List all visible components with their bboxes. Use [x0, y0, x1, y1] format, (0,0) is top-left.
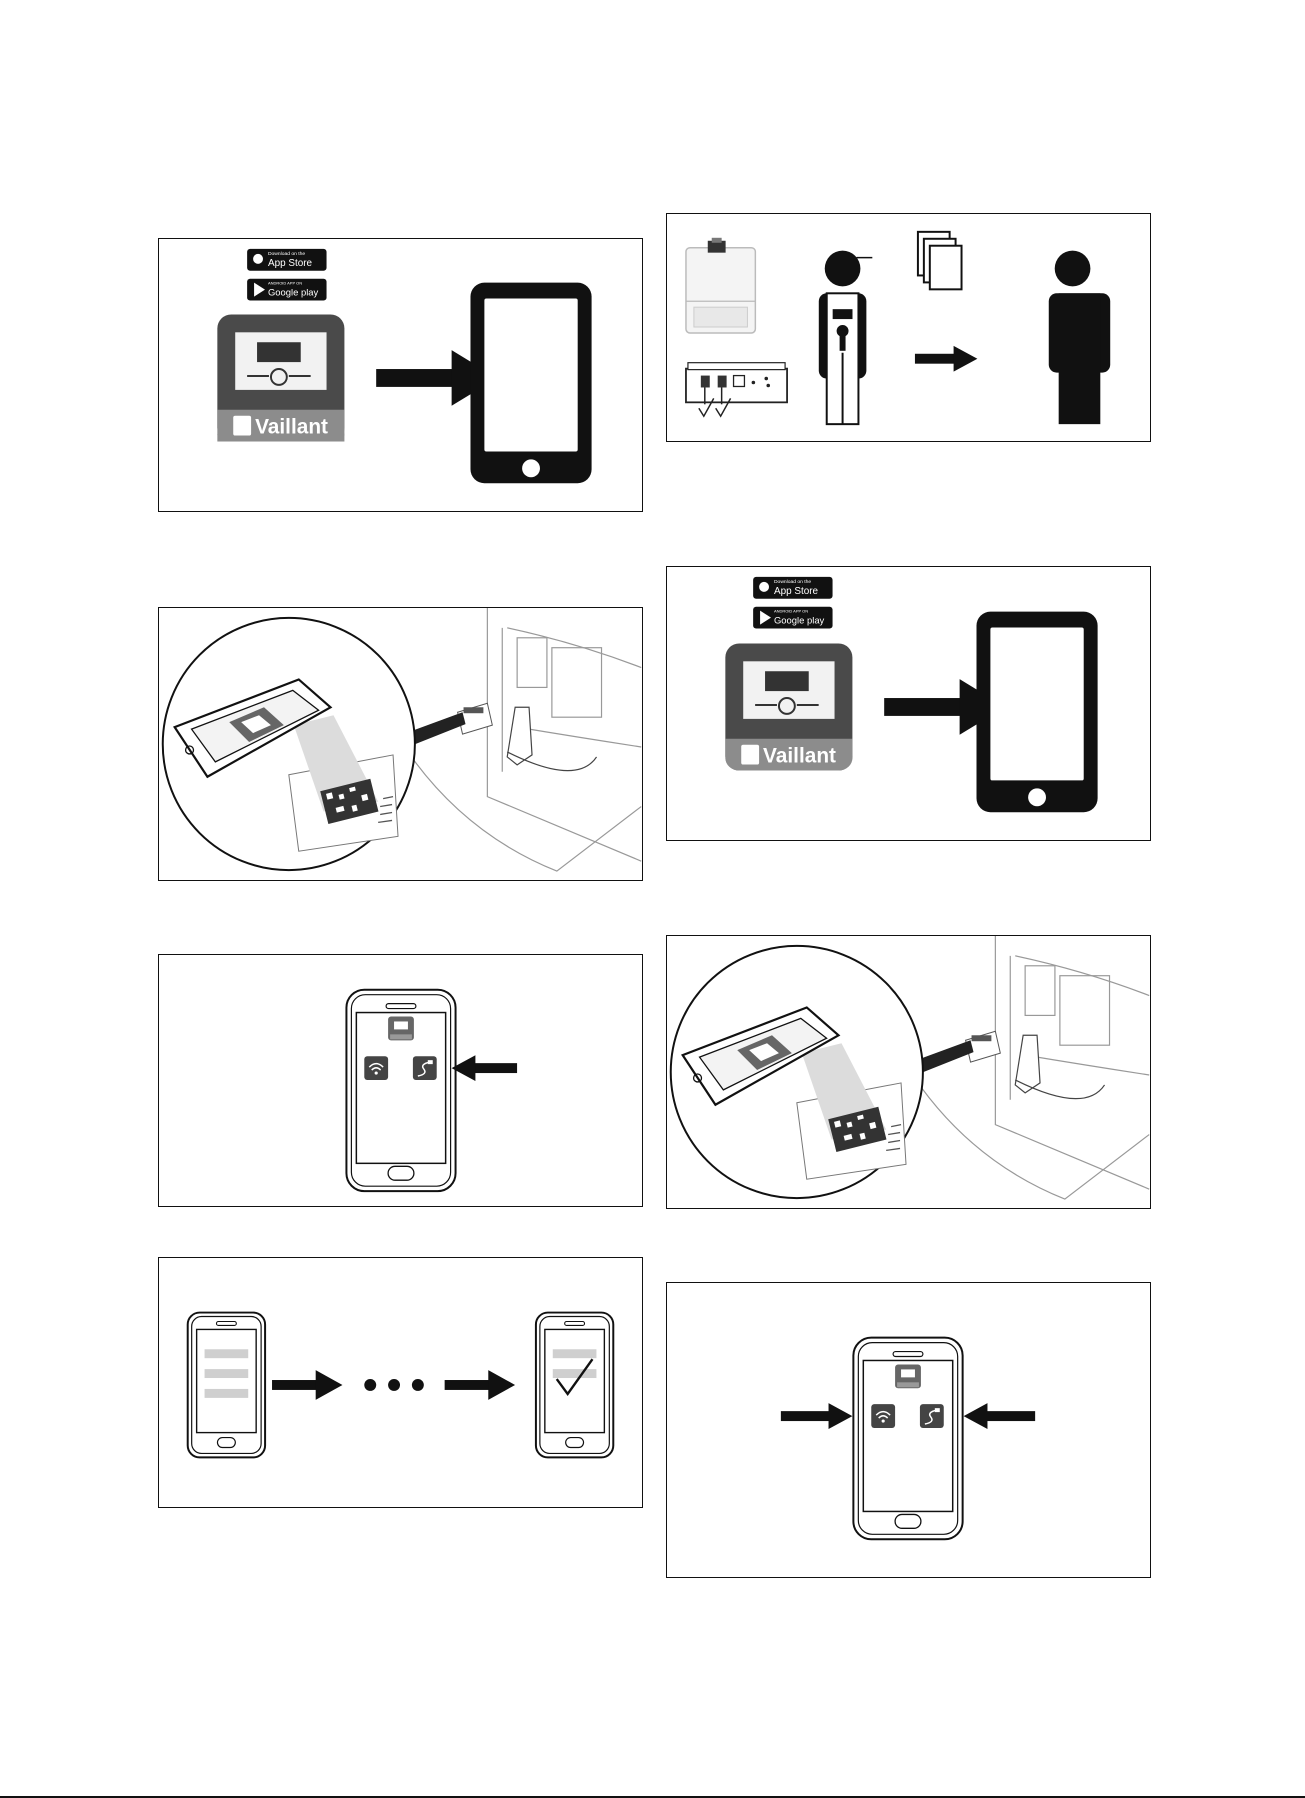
- user-figure-icon: [1049, 251, 1110, 424]
- app-store-small-text: Download on the: [774, 579, 811, 585]
- installer-figure-icon: [819, 251, 873, 424]
- smartphone-outline-icon: [346, 990, 455, 1191]
- arrow-right-icon: [781, 1403, 853, 1429]
- apple-icon: [253, 254, 263, 264]
- cable-connection-illustration: [159, 955, 642, 1206]
- panel-setup-progress: [158, 1257, 643, 1508]
- magnifier-circle: [671, 946, 923, 1198]
- vaillant-app-icon: Vaillant: [725, 643, 852, 770]
- panel-installer-handover: [666, 213, 1151, 442]
- panel-app-download-left: Download on the App Store ANDROID APP ON…: [158, 238, 643, 512]
- app-store-small-text: Download on the: [268, 251, 305, 257]
- google-play-badge[interactable]: ANDROID APP ON Google play: [247, 279, 326, 301]
- app-store-badge[interactable]: Download on the App Store: [753, 577, 832, 599]
- google-play-small-text: ANDROID APP ON: [268, 281, 302, 286]
- arrow-left-icon: [452, 1055, 517, 1081]
- panel-wifi-and-cable: [666, 1282, 1151, 1578]
- google-play-small-text: ANDROID APP ON: [774, 609, 808, 614]
- wifi-icon: [871, 1404, 895, 1428]
- qr-scan-illustration: [159, 608, 642, 880]
- google-play-big-text: Google play: [774, 615, 825, 626]
- panel-cable-connection: [158, 954, 643, 1207]
- arrow-right-icon: [915, 346, 977, 372]
- cable-icon: [413, 1056, 437, 1080]
- app-store-badge[interactable]: Download on the App Store: [247, 249, 326, 271]
- arrow-left-icon: [964, 1403, 1036, 1429]
- arrow-right-icon: [272, 1370, 342, 1400]
- cable-icon: [920, 1404, 944, 1428]
- panel-app-download-right: Download on the App Store ANDROID APP ON…: [666, 566, 1151, 841]
- google-play-badge[interactable]: ANDROID APP ON Google play: [753, 607, 832, 629]
- vaillant-logo-text: Vaillant: [763, 745, 836, 768]
- ellipsis-icon: [364, 1379, 424, 1391]
- setup-progress-illustration: [159, 1258, 642, 1507]
- apple-icon: [759, 582, 769, 592]
- panel-qr-scan-right: [666, 935, 1151, 1209]
- vaillant-logo-text: Vaillant: [255, 416, 328, 439]
- app-store-big-text: App Store: [774, 586, 819, 597]
- smartphone-icon: [977, 612, 1098, 813]
- installer-handover-illustration: [667, 214, 1150, 441]
- smartphone-icon: [470, 283, 591, 484]
- app-download-illustration: Download on the App Store ANDROID APP ON…: [667, 567, 1150, 840]
- control-box-icon: [686, 363, 787, 417]
- smartphone-check-icon: [536, 1313, 613, 1458]
- vaillant-app-icon: Vaillant: [217, 314, 344, 441]
- vaillant-hare-icon: [233, 416, 251, 436]
- wifi-icon: [364, 1056, 388, 1080]
- smartphone-list-icon: [188, 1313, 265, 1458]
- smartphone-outline-icon: [853, 1338, 962, 1540]
- magnifier-circle: [163, 618, 415, 870]
- app-download-illustration: Download on the App Store ANDROID APP ON…: [159, 239, 642, 511]
- app-store-big-text: App Store: [268, 258, 313, 269]
- arrow-right-icon: [445, 1370, 515, 1400]
- panel-qr-scan-left: [158, 607, 643, 881]
- wifi-cable-illustration: [667, 1283, 1150, 1577]
- boiler-icon: [686, 238, 755, 333]
- qr-scan-illustration: [667, 936, 1150, 1208]
- vaillant-hare-icon: [741, 745, 759, 765]
- documents-icon: [918, 232, 962, 289]
- google-play-big-text: Google play: [268, 287, 319, 298]
